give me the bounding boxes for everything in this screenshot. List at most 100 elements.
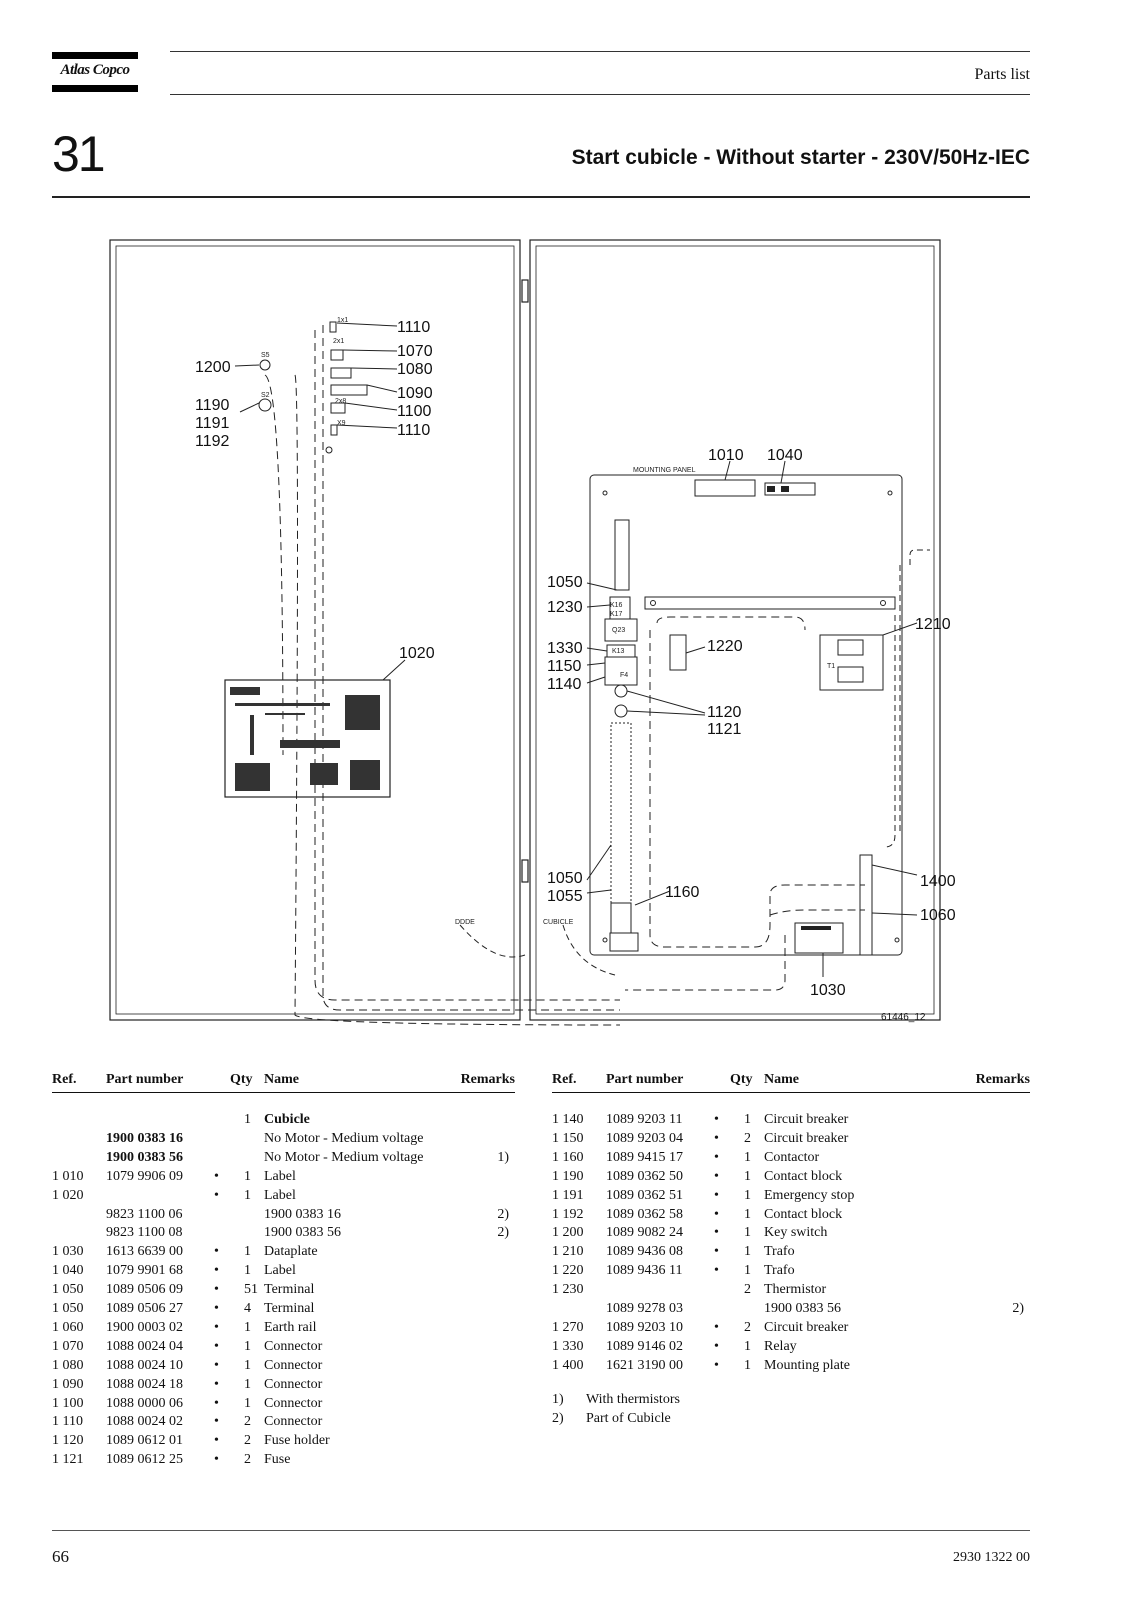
ref-label-1191: 1191 bbox=[195, 415, 230, 432]
qty-cell: 1 bbox=[744, 1187, 751, 1203]
qty-cell: 4 bbox=[244, 1301, 251, 1316]
ref-cell: 1 220 bbox=[552, 1263, 584, 1279]
table-row: 1900 0383 16 No Motor - Medium voltage bbox=[52, 1131, 515, 1150]
ref-cell: 1 090 bbox=[52, 1376, 84, 1392]
qty-cell: 1 bbox=[244, 1338, 251, 1354]
title-rule bbox=[52, 196, 1030, 198]
ref-label-1040: 1040 bbox=[767, 447, 803, 464]
ref-cell: 1 040 bbox=[52, 1263, 84, 1279]
part-number-cell: 1900 0383 56 bbox=[106, 1149, 183, 1165]
qty-cell: 1 bbox=[744, 1357, 751, 1373]
ref-label-1050b: 1050 bbox=[547, 870, 583, 887]
qty-cell: 2 bbox=[244, 1433, 251, 1449]
col-header-ref: Ref. bbox=[552, 1072, 577, 1087]
qty-cell: 2 bbox=[744, 1130, 751, 1146]
part-number-cell: 1089 9082 24 bbox=[606, 1225, 683, 1241]
essential-part-bullet-icon bbox=[214, 1320, 219, 1336]
essential-part-bullet-icon bbox=[714, 1131, 719, 1147]
ref-label-1160: 1160 bbox=[665, 884, 700, 901]
ref-label-1110a: 1110 bbox=[397, 319, 430, 336]
ref-cell: 1 160 bbox=[552, 1149, 584, 1165]
header-bottom-rule bbox=[170, 94, 1030, 95]
essential-part-bullet-icon bbox=[214, 1396, 219, 1412]
name-cell: Label bbox=[264, 1263, 296, 1279]
essential-part-bullet-icon bbox=[714, 1225, 719, 1241]
qty-cell: 1 bbox=[744, 1112, 751, 1127]
col-header-remarks: Remarks bbox=[975, 1072, 1030, 1087]
essential-part-bullet-icon bbox=[214, 1452, 219, 1468]
name-cell: Label bbox=[264, 1168, 296, 1184]
parts-table-right-header: Ref. Part number Qty Name Remarks bbox=[552, 1072, 1030, 1093]
part-number-cell: 1089 9436 08 bbox=[606, 1244, 683, 1260]
part-number-cell: 1089 9203 10 bbox=[606, 1319, 683, 1335]
qty-cell: 2 bbox=[244, 1452, 251, 1468]
qty-cell: 1 bbox=[244, 1263, 251, 1279]
name-cell: Trafo bbox=[764, 1244, 795, 1260]
label-1020 bbox=[224, 679, 391, 798]
remarks-cell: 2) bbox=[497, 1206, 509, 1222]
essential-part-bullet-icon bbox=[714, 1188, 719, 1204]
name-cell: Terminal bbox=[264, 1301, 315, 1316]
footnotes: 1) With thermistors 2) Part of Cubicle bbox=[552, 1392, 1030, 1432]
relay-k16-tag: K16 bbox=[610, 602, 623, 609]
ref-cell: 1 192 bbox=[552, 1206, 584, 1222]
name-cell: Relay bbox=[764, 1338, 797, 1354]
qty-cell: 1 bbox=[244, 1319, 251, 1335]
ref-label-1330: 1330 bbox=[547, 640, 583, 657]
page-number: 66 bbox=[52, 1547, 69, 1566]
atlas-copco-logo: Atlas Copco bbox=[52, 52, 138, 94]
part-number-cell: 1088 0000 06 bbox=[106, 1395, 183, 1411]
name-cell: 1900 0383 56 bbox=[764, 1301, 841, 1316]
name-cell: Trafo bbox=[764, 1263, 795, 1279]
ref-label-1090: 1090 bbox=[397, 385, 433, 402]
name-cell: Connector bbox=[264, 1357, 323, 1373]
name-cell: Terminal bbox=[264, 1282, 315, 1298]
ref-label-1210: 1210 bbox=[915, 616, 951, 633]
essential-part-bullet-icon bbox=[714, 1339, 719, 1355]
qty-cell: 2 bbox=[244, 1414, 251, 1430]
col-header-ref: Ref. bbox=[52, 1072, 77, 1087]
name-cell: Contactor bbox=[764, 1149, 820, 1165]
ref-label-1230: 1230 bbox=[547, 599, 583, 616]
part-number-cell: 9823 1100 06 bbox=[106, 1206, 183, 1222]
ref-cell: 1 050 bbox=[52, 1301, 84, 1316]
part-number-cell: 1089 9203 04 bbox=[606, 1130, 683, 1146]
connector-x8-tag: 2x8 bbox=[335, 398, 346, 405]
dataplate-1030 bbox=[794, 922, 844, 954]
qty-cell: 1 bbox=[744, 1206, 751, 1222]
ref-label-1080: 1080 bbox=[397, 361, 433, 378]
name-cell: Circuit breaker bbox=[764, 1319, 849, 1335]
essential-part-bullet-icon bbox=[214, 1433, 219, 1449]
mounting-panel bbox=[589, 474, 903, 956]
qty-cell: 51 bbox=[244, 1282, 258, 1298]
name-cell: No Motor - Medium voltage bbox=[264, 1130, 424, 1146]
connector-x9-tag: X9 bbox=[337, 420, 346, 427]
qty-cell: 1 bbox=[244, 1168, 251, 1184]
part-number-cell: 9823 1100 08 bbox=[106, 1225, 183, 1241]
part-number-cell: 1089 0362 58 bbox=[606, 1206, 683, 1222]
part-number-cell: 1089 0612 25 bbox=[106, 1452, 183, 1468]
name-cell: Circuit breaker bbox=[764, 1112, 849, 1127]
ref-cell: 1 190 bbox=[552, 1168, 584, 1184]
col-header-part-number: Part number bbox=[606, 1072, 684, 1087]
part-number-cell: 1621 3190 00 bbox=[606, 1357, 683, 1373]
ref-cell: 1 020 bbox=[52, 1187, 84, 1203]
essential-part-bullet-icon bbox=[714, 1320, 719, 1336]
qty-cell: 1 bbox=[744, 1149, 751, 1165]
part-number-cell: 1900 0383 16 bbox=[106, 1130, 183, 1146]
ref-cell: 1 030 bbox=[52, 1244, 84, 1260]
remarks-cell: 2) bbox=[497, 1225, 509, 1241]
ref-cell: 1 330 bbox=[552, 1338, 584, 1354]
relay-k17-tag: K17 bbox=[610, 611, 623, 618]
remarks-cell: 1) bbox=[497, 1149, 509, 1165]
